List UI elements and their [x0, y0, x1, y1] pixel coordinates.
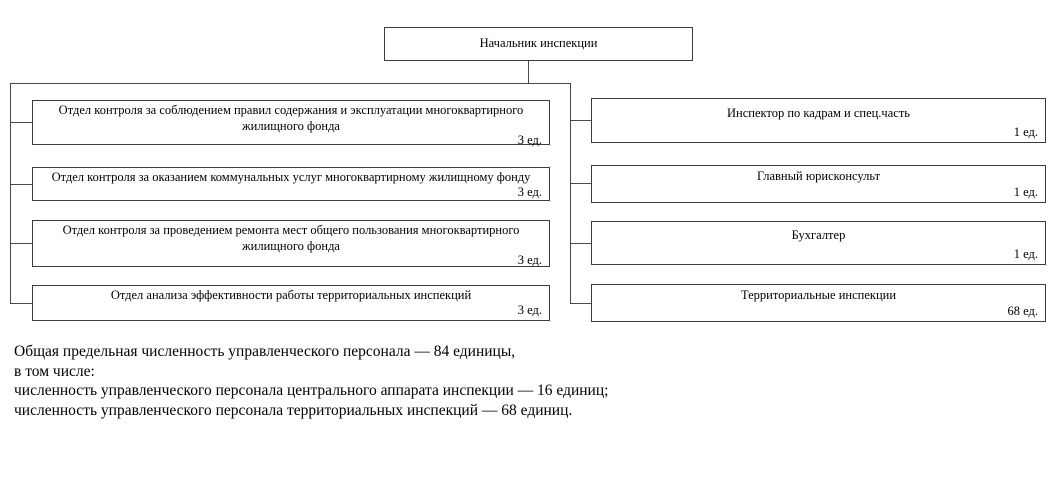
node-label: Бухгалтер	[791, 228, 846, 243]
node-label: Отдел контроля за проведением ремонта ме…	[62, 223, 520, 253]
node-staff-count: 68 ед.	[1007, 304, 1039, 318]
node-label: Главный юрисконсульт	[756, 169, 881, 184]
node-label: Отдел контроля за соблюдением правил сод…	[58, 103, 524, 133]
staff-summary-total: Общая предельная численность управленчес…	[14, 343, 516, 360]
node-label: Начальник инспекции	[479, 36, 598, 51]
connector-stub-left-3	[10, 243, 33, 244]
staff-summary: Общая предельная численность управленчес…	[14, 342, 608, 420]
node-territorial-inspections: Территориальные инспекции 68 ед.	[591, 284, 1046, 322]
node-chief-legal-counsel: Главный юрисконсульт 1 ед.	[591, 165, 1046, 203]
node-dept-efficiency-analysis: Отдел анализа эффективности работы терри…	[32, 285, 550, 321]
connector-stub-left-4	[10, 303, 33, 304]
connector-stub-right-4	[570, 303, 592, 304]
node-dept-housing-maintenance-control: Отдел контроля за соблюдением правил сод…	[32, 100, 550, 147]
connector-stub-right-2	[570, 183, 592, 184]
connector-stub-right-3	[570, 243, 592, 244]
node-label: Отдел контроля за оказанием коммунальных…	[51, 170, 531, 184]
connector-trunk	[10, 83, 571, 84]
node-label: Территориальные инспекции	[740, 288, 897, 303]
node-label: Инспектор по кадрам и спец.часть	[727, 105, 910, 120]
node-head-of-inspection: Начальник инспекции	[384, 27, 693, 61]
staff-summary-territorial: численность управленческого персонала те…	[14, 401, 573, 419]
connector-root-drop	[528, 61, 529, 83]
staff-summary-central-office: численность управленческого персонала це…	[14, 382, 609, 399]
connector-stub-left-2	[10, 184, 33, 185]
node-staff-count: 3 ед.	[517, 133, 542, 148]
connector-stub-right-1	[570, 120, 592, 121]
node-staff-count: 1 ед.	[1013, 185, 1038, 199]
node-hr-inspector: Инспектор по кадрам и спец.часть 1 ед.	[591, 98, 1046, 143]
node-accountant: Бухгалтер 1 ед.	[591, 221, 1046, 265]
node-label: Отдел анализа эффективности работы терри…	[110, 288, 472, 303]
connector-left-rail	[10, 83, 11, 303]
staff-summary-including: в том числе:	[14, 362, 95, 380]
connector-stub-left-1	[10, 122, 33, 123]
node-staff-count: 3 ед.	[517, 303, 542, 317]
node-staff-count: 3 ед.	[517, 253, 542, 268]
connector-right-rail	[570, 83, 571, 303]
node-staff-count: 3 ед.	[517, 184, 542, 199]
node-dept-utilities-control: Отдел контроля за оказанием коммунальных…	[32, 167, 550, 201]
node-staff-count: 1 ед.	[1013, 247, 1038, 261]
node-staff-count: 1 ед.	[1013, 125, 1038, 139]
node-dept-repairs-control: Отдел контроля за проведением ремонта ме…	[32, 220, 550, 267]
